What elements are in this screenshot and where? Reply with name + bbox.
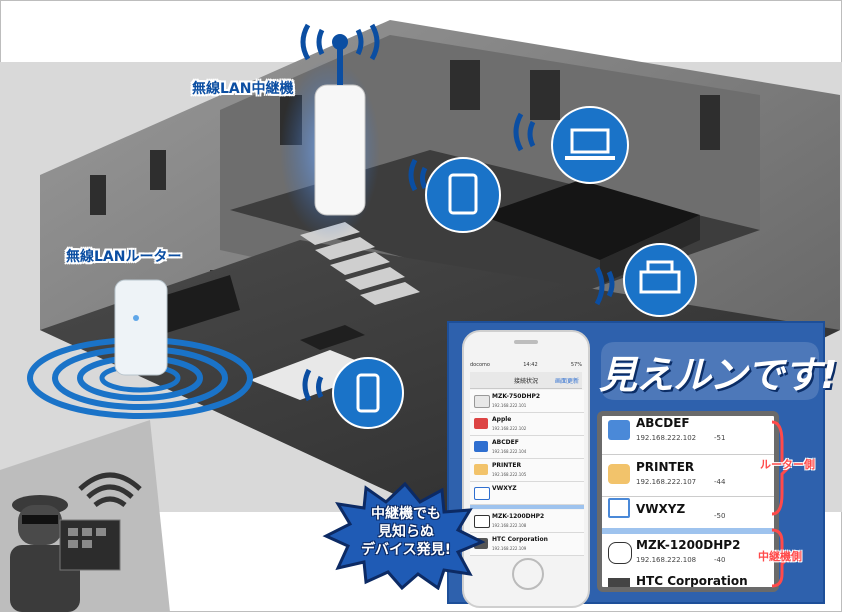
list-item[interactable]: VWXYZ -50: [602, 488, 774, 532]
list-item[interactable]: HTC Corporation: [602, 568, 774, 587]
coffee-table: [300, 325, 365, 350]
list-item[interactable]: PRINTER 192.168.222.105: [470, 459, 584, 482]
printer-icon: [594, 243, 697, 317]
laptop-icon: [608, 420, 630, 440]
list-item[interactable]: ABCDEF 192.168.222.102 -51: [602, 416, 774, 454]
tablet-icon: [408, 157, 501, 233]
phone-status-bar: docomo 14:42 57%: [470, 362, 582, 370]
logo-text: 見えルンです!: [599, 353, 838, 397]
list-item[interactable]: MZK-1200DHP2 192.168.222.108: [470, 510, 584, 533]
phone-device-icon: [608, 578, 630, 587]
smartphone-icon: [474, 487, 490, 500]
intruder-figure: [0, 420, 170, 612]
list-item[interactable]: ABCDEF 192.168.222.104: [470, 436, 584, 459]
phone-mockup: docomo 14:42 57% 接続状況 画面更新 MZK-750DHP2 1…: [462, 330, 590, 608]
list-item[interactable]: PRINTER 192.168.222.107 -44: [602, 454, 774, 498]
phone-speaker: [514, 340, 538, 344]
router-icon: [474, 395, 490, 408]
burst-text: 中継機でも 見知らぬ デバイス発見!: [361, 506, 451, 558]
list-item[interactable]: MZK-750DHP2 192.168.222.101: [470, 390, 584, 413]
list-item[interactable]: MZK-1200DHP2 192.168.222.108 -40: [602, 532, 774, 576]
battery: 57%: [570, 362, 582, 368]
router-label: 無線LANルーター: [66, 249, 182, 265]
repeater-icon: [474, 515, 490, 528]
repeater-device: [300, 23, 380, 216]
repeater-icon: [608, 542, 632, 564]
burst-callout: [322, 481, 486, 590]
refresh-button[interactable]: 画面更新: [554, 378, 579, 385]
printer-icon: [474, 464, 488, 475]
phone-nav-bar: 接続状況 画面更新: [470, 372, 582, 389]
smartphone-icon: [302, 357, 404, 429]
printer-icon: [608, 464, 630, 484]
bed: [480, 180, 700, 260]
smartphone-icon: [608, 498, 630, 518]
app-logo: 見えルンです!: [593, 336, 838, 406]
list-item[interactable]: VWXYZ: [470, 482, 584, 505]
zoomed-device-list: ABCDEF 192.168.222.102 -51 PRINTER 192.1…: [597, 411, 779, 592]
list-item[interactable]: Apple 192.168.222.102: [470, 413, 584, 436]
carrier: docomo: [470, 362, 490, 368]
nav-title: 接続状況: [513, 378, 538, 385]
apple-device-icon: [474, 418, 488, 429]
tv-stand: [150, 275, 240, 335]
router-side-label: ルーター側: [760, 458, 815, 471]
list-divider: [602, 528, 774, 534]
repeater-side-label: 中継機側: [758, 550, 802, 563]
router-device: [114, 279, 168, 376]
sofa: [250, 350, 380, 400]
list-divider: [470, 505, 584, 509]
bracket-icons: [771, 420, 790, 588]
laptop-icon: [474, 441, 488, 452]
home-button[interactable]: [512, 558, 544, 590]
repeater-label: 無線LAN中継機: [192, 81, 294, 97]
logo-bubble: [601, 342, 819, 400]
clock: 14:42: [523, 362, 538, 368]
laptop-icon: [513, 106, 629, 184]
